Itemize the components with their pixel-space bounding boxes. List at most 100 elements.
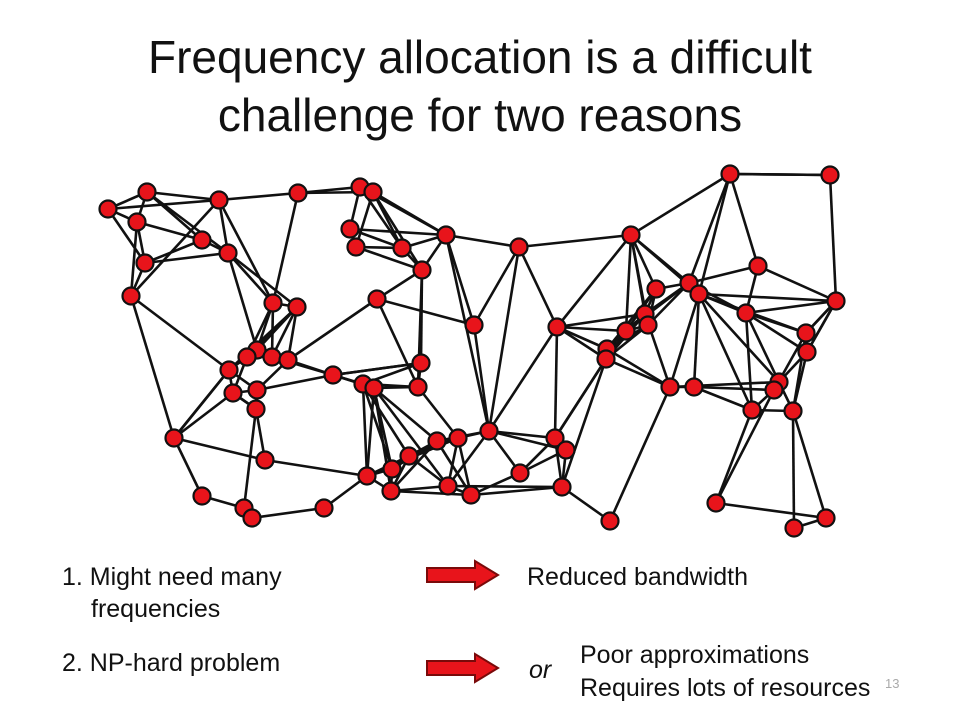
graph-edge <box>553 326 559 439</box>
graph-edge <box>553 358 608 439</box>
graph-edge <box>146 190 229 255</box>
graph-node <box>600 511 620 531</box>
graph-node <box>684 377 704 397</box>
graph-node <box>509 237 529 257</box>
graph-edge <box>605 357 671 389</box>
graph-edge <box>251 506 325 520</box>
graph-edge <box>697 173 732 295</box>
graph-edge <box>136 220 203 242</box>
graph-edge <box>715 501 827 520</box>
graph-edge <box>372 387 394 470</box>
graph-edge <box>472 246 521 326</box>
graph-edge <box>714 409 754 504</box>
graph-node <box>764 380 784 400</box>
graph-edge <box>791 410 828 519</box>
graph-edge <box>444 234 476 326</box>
graph-edge <box>470 485 563 497</box>
graph-edge <box>375 298 420 388</box>
graph-edge <box>361 383 369 477</box>
graph-edge <box>757 264 837 303</box>
graph-node <box>209 190 229 210</box>
graph-edge <box>129 221 139 297</box>
graph-node <box>464 315 484 335</box>
graph-edge <box>365 387 376 477</box>
arrow-right-icon <box>426 652 500 684</box>
graph-node <box>263 293 283 313</box>
graph-node <box>219 360 239 380</box>
graph-node <box>826 291 846 311</box>
graph-nodes <box>98 164 846 538</box>
graph-node <box>192 230 212 250</box>
graph-node <box>742 400 762 420</box>
graph-edge <box>146 190 220 202</box>
graph-edge <box>561 485 611 523</box>
graph-edge <box>745 311 807 335</box>
graph-edge <box>129 295 176 439</box>
graph-edge <box>745 311 808 354</box>
graph-node <box>479 421 499 441</box>
graph-edge <box>218 191 299 202</box>
graph-node <box>127 212 147 232</box>
title-line-2: challenge for two reasons <box>217 89 743 141</box>
graph-node <box>616 321 636 341</box>
graph-edge <box>487 326 559 432</box>
graph-edge <box>728 173 760 267</box>
graph-edge <box>130 294 230 372</box>
graph-edge <box>556 325 607 361</box>
graph-edge <box>227 251 298 309</box>
graph-node <box>408 377 428 397</box>
graph-edge <box>355 245 423 272</box>
graph-node <box>121 286 141 306</box>
graph-edge <box>744 312 754 411</box>
graph-node <box>247 380 267 400</box>
reason-2-effect-line-1: Poor approximations <box>580 641 810 669</box>
reason-2-effect-line-2: Requires lots of resources <box>580 674 871 702</box>
graph-node <box>164 428 184 448</box>
graph-edge <box>130 199 220 297</box>
graph-node <box>137 182 157 202</box>
graph-edges <box>106 172 838 530</box>
graph-edge <box>447 484 563 489</box>
graph-edge <box>714 389 776 504</box>
graph-node <box>510 463 530 483</box>
graph-edge <box>371 191 404 249</box>
graph-node <box>748 256 768 276</box>
graph-node <box>621 225 641 245</box>
graph-node <box>411 353 431 373</box>
graph-edge <box>445 233 520 249</box>
graph-node <box>646 279 666 299</box>
graph-node <box>340 219 360 239</box>
graph-edge <box>729 172 831 177</box>
graph-edge <box>173 391 234 440</box>
graph-edge <box>242 408 258 509</box>
graph-edge <box>361 383 394 470</box>
graph-edge <box>805 300 838 353</box>
arrow-right-icon <box>426 559 500 591</box>
graph-node <box>192 486 212 506</box>
graph-node <box>357 466 377 486</box>
graph-node <box>552 477 572 497</box>
slide-title: Frequency allocation is a difficult chal… <box>0 28 960 144</box>
reason-2: 2. NP-hard problem <box>62 649 281 677</box>
graph-edge <box>693 385 753 412</box>
graph-edge <box>630 172 731 237</box>
graph-edge <box>227 252 274 304</box>
graph-edge <box>647 282 690 326</box>
graph-edge <box>828 174 838 302</box>
graph-edge <box>226 252 259 351</box>
graph-node <box>660 377 680 397</box>
graph-edge <box>791 351 809 412</box>
graph-edge <box>629 234 658 290</box>
graph-edge <box>744 312 781 383</box>
graph-node <box>262 347 282 367</box>
graph-edge <box>668 293 701 388</box>
graph-node <box>223 383 243 403</box>
graph-edge <box>372 190 447 237</box>
graph-edge <box>605 288 658 350</box>
graph-node <box>135 253 155 273</box>
graph-edge <box>349 227 447 237</box>
graph-node <box>706 493 726 513</box>
graph-edge <box>698 292 837 303</box>
graph-edge <box>332 361 422 377</box>
graph-node <box>820 165 840 185</box>
